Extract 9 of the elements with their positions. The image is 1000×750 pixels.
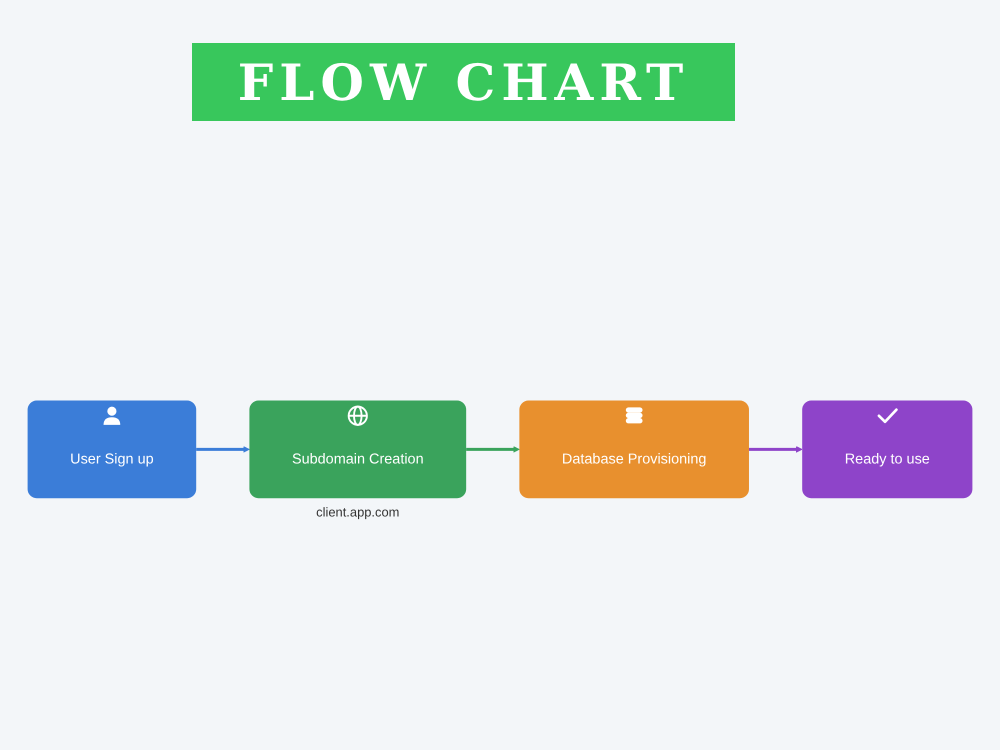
arrow [196,446,250,453]
arrow [466,446,520,453]
title: FLOW CHART [192,43,735,121]
node-caption: client.app.com [316,504,400,520]
node-label: User Sign up [70,450,154,470]
node-label: Subdomain Creation [292,450,424,470]
node-label: Database Provisioning [562,450,706,470]
arrow [748,446,802,453]
node-label: Ready to use [844,450,930,470]
